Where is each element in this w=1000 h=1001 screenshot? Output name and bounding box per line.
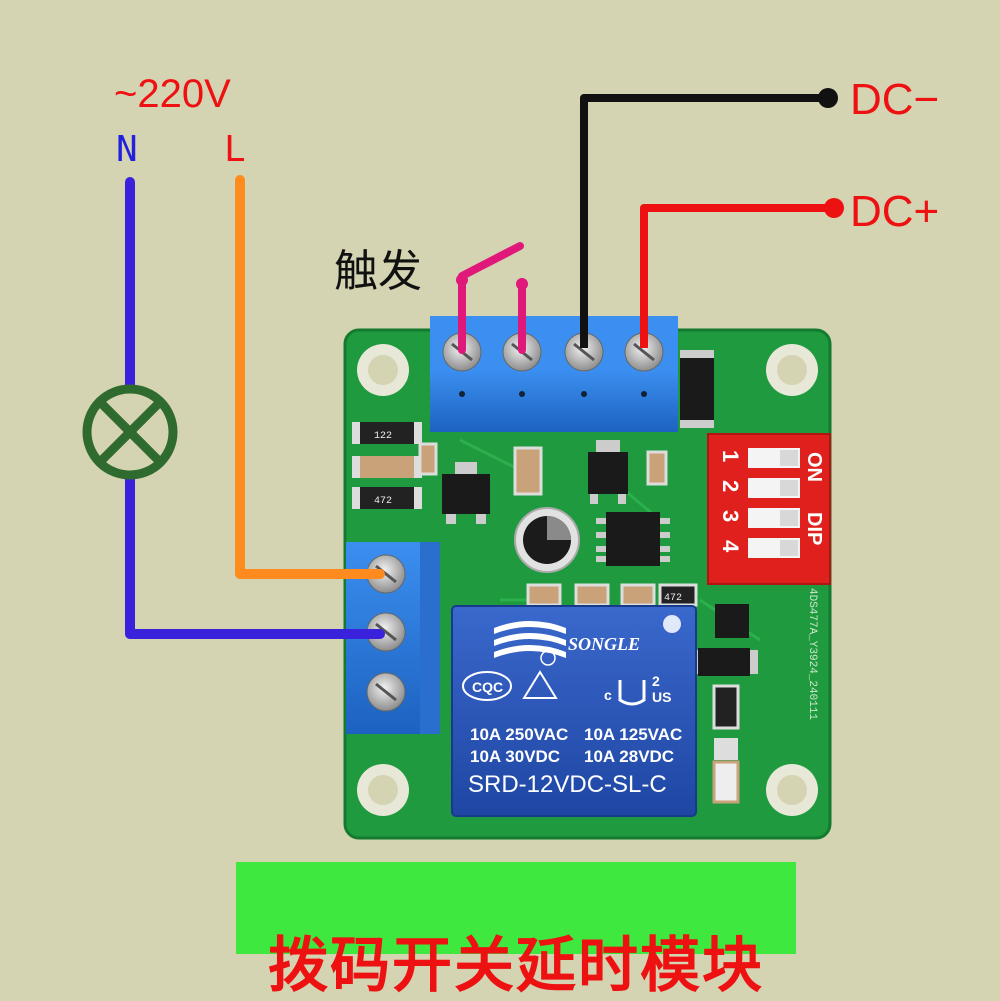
dip-slot-1[interactable]	[748, 448, 800, 468]
neutral-label: N	[116, 129, 138, 170]
relay-brand: SONGLE	[568, 634, 640, 654]
relay-cert-us: US	[652, 689, 671, 705]
resistor-r1	[352, 422, 422, 444]
dip-slot-4[interactable]	[748, 538, 800, 558]
smd-row-bottom	[526, 583, 698, 607]
smd-cap-2	[513, 446, 543, 496]
left-screw-3[interactable]	[366, 672, 406, 712]
smd-components	[352, 350, 758, 804]
dip-number-3: 3	[718, 510, 743, 522]
dip-slot-2[interactable]	[748, 478, 800, 498]
relay-rating-2a: 10A 30VDC	[470, 747, 560, 766]
trigger-contact-2	[516, 278, 528, 290]
wire-trigger	[458, 242, 526, 354]
title-banner: 拨码开关延时模块	[236, 862, 796, 996]
relay-icon	[451, 605, 697, 817]
mounting-hole-tr	[766, 344, 818, 396]
diode-d2	[690, 648, 758, 676]
wire-neutral	[125, 177, 385, 639]
ic-chip	[596, 512, 670, 566]
relay-rating-2b: 10A 28VDC	[584, 747, 674, 766]
relay-cert-num: 2	[652, 673, 660, 689]
relay-rating-1a: 10A 250VAC	[470, 725, 568, 744]
dip-number-2: 2	[718, 480, 743, 492]
dc-plus-label: DC+	[850, 187, 940, 236]
songle-logo	[494, 621, 566, 658]
resistor-r3-label: 472	[664, 593, 682, 604]
electrolytic-capacitor	[514, 507, 580, 573]
dip-number-1: 1	[718, 450, 743, 462]
trigger-contact-1	[456, 274, 468, 286]
mounting-hole-tl	[357, 344, 409, 396]
pcb-code: 4DS477A_Y3924_240111	[806, 588, 818, 720]
small-cap-1	[418, 442, 438, 476]
smd-cap-3	[646, 450, 668, 486]
dip-on-label: ON	[803, 452, 825, 482]
dip-slot-3[interactable]	[748, 508, 800, 528]
capacitor-c1	[352, 456, 422, 478]
dc-minus-label: DC−	[850, 75, 940, 124]
dip-number-4: 4	[718, 540, 743, 553]
resistor-r3	[712, 684, 740, 730]
relay-model: SRD-12VDC-SL-C	[468, 771, 667, 798]
lamp-icon	[82, 384, 178, 480]
resistor-r2-label: 472	[374, 496, 392, 507]
wire-dc-minus	[580, 94, 826, 348]
diode-d1	[680, 350, 714, 428]
wire-live	[235, 175, 385, 579]
mounting-hole-bl	[357, 764, 409, 816]
dc-minus-terminal-dot	[818, 88, 838, 108]
trigger-label: 触发	[334, 246, 422, 297]
mounting-hole-br	[766, 764, 818, 816]
top-screw-3[interactable]	[564, 332, 604, 372]
ac-voltage-label: ~220V	[114, 72, 231, 116]
wire-dc-plus	[640, 204, 832, 348]
relay-cert-cqc: CQC	[472, 679, 503, 695]
transistor-q1	[442, 462, 490, 524]
dc-plus-terminal-dot	[824, 198, 844, 218]
live-label: L	[224, 129, 246, 170]
resistor-r1-label: 122	[374, 431, 392, 442]
relay-cert-c: c	[604, 687, 612, 703]
resistor-r2	[352, 487, 422, 509]
led-indicator	[712, 738, 740, 804]
dip-dip-label: DIP	[803, 512, 825, 545]
left-screw-1[interactable]	[366, 554, 406, 594]
relay-rating-1b: 10A 125VAC	[584, 725, 682, 744]
transistor-q2	[715, 604, 749, 638]
regulator-u1	[588, 440, 628, 504]
page-title: 拨码开关延时模块	[268, 931, 764, 1001]
